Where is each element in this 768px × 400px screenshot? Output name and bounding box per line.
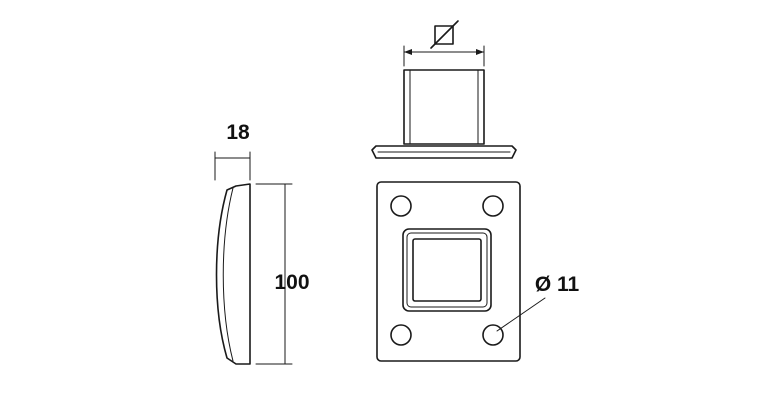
mounting-hole-bottom-right — [482, 324, 504, 346]
width-dimension-label: 18 — [226, 121, 250, 144]
mounting-hole-top-left — [390, 195, 412, 217]
mounting-hole-bottom-left — [390, 324, 412, 346]
base-plate-outline — [376, 181, 521, 362]
plan-view: Ø 11 — [376, 181, 580, 362]
flange-outline — [371, 145, 517, 159]
elevation-view — [371, 20, 517, 159]
tube-section-inner — [412, 238, 482, 302]
tube-section-mid — [406, 232, 488, 308]
hole-leader-line — [496, 297, 546, 332]
height-dimension-label: 100 — [274, 271, 309, 294]
side-profile-inner-edge — [222, 187, 234, 362]
height-dimension — [255, 183, 293, 365]
mounting-hole-top-right — [482, 195, 504, 217]
tube-width-dimension — [403, 45, 485, 67]
square-diameter-icon — [430, 20, 459, 49]
side-profile-outline — [215, 183, 251, 365]
hole-diameter-label: Ø 11 — [535, 273, 580, 296]
tube-section-outer — [402, 228, 492, 312]
tube-outline — [403, 69, 485, 145]
side-view: 18 100 — [214, 121, 310, 365]
width-dimension — [214, 151, 251, 181]
